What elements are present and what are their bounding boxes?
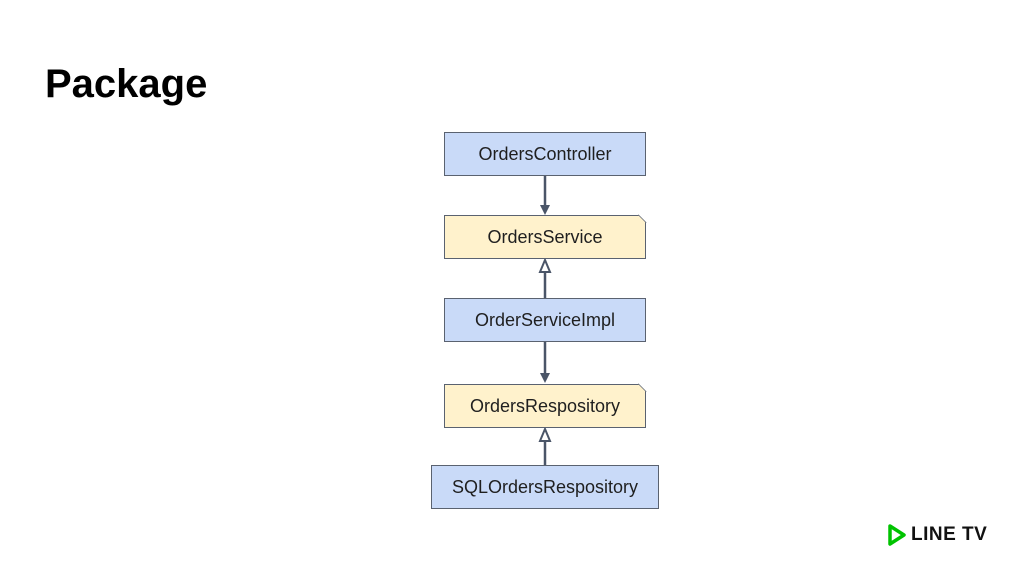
node-orders-controller[interactable]: OrdersController [444, 132, 646, 176]
node-orders-respository[interactable]: OrdersRespository [444, 384, 646, 428]
line-tv-logo: LINE TV [888, 522, 987, 548]
node-label: OrdersRespository [469, 395, 621, 416]
node-label: OrdersController [478, 143, 612, 164]
edge-sqlrepo-to-repository [538, 426, 552, 465]
node-label: SQLOrdersRespository [451, 476, 639, 497]
node-order-service-impl[interactable]: OrderServiceImpl [444, 298, 646, 342]
logo-text: LINE TV [911, 524, 988, 545]
edge-impl-to-service [538, 257, 552, 298]
node-sql-orders-respository[interactable]: SQLOrdersRespository [431, 465, 659, 509]
edge-controller-to-service [540, 176, 550, 215]
node-label: OrderServiceImpl [474, 309, 616, 330]
edge-impl-to-repository [540, 342, 550, 383]
node-label: OrdersService [487, 226, 603, 247]
slide-title: Package [45, 62, 208, 106]
node-orders-service[interactable]: OrdersService [444, 215, 646, 259]
play-icon [888, 524, 906, 546]
